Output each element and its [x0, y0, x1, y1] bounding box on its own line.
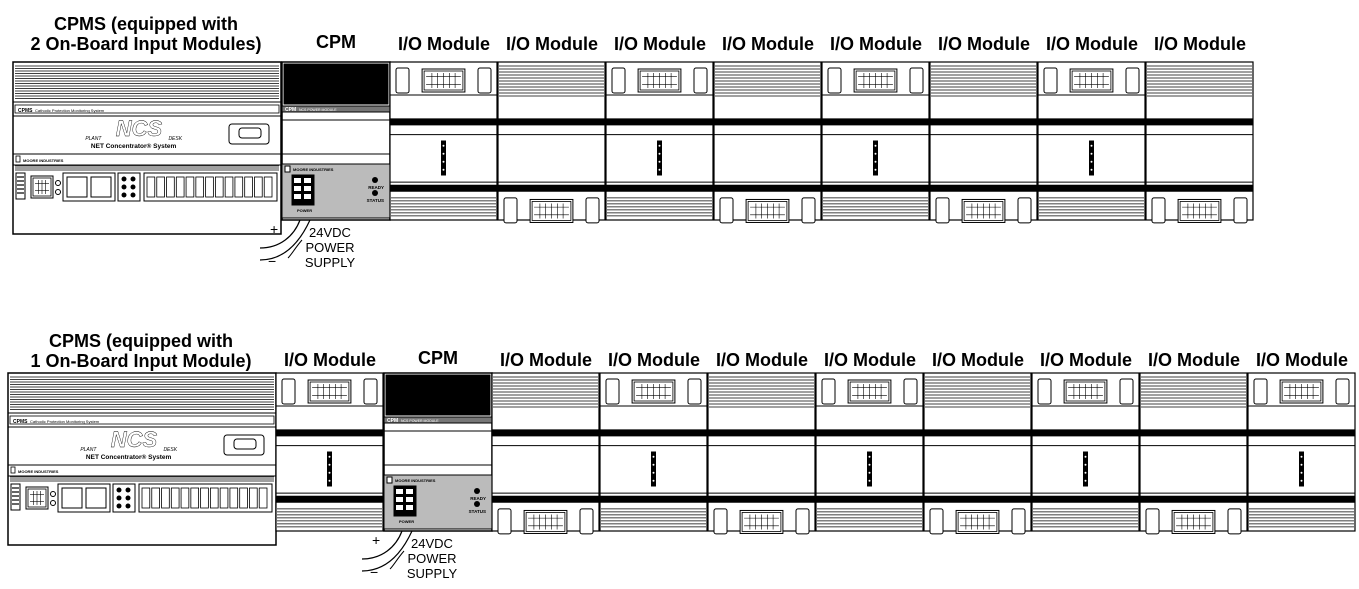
io-module — [389, 61, 498, 221]
io-module — [821, 61, 930, 221]
power-supply-line2: POWER — [305, 240, 355, 255]
io-module — [497, 61, 606, 224]
module-label-io: I/O Module — [1040, 350, 1132, 370]
cpms-title-line1: CPMS (equipped with — [49, 331, 233, 351]
io-module — [923, 372, 1032, 535]
module-label-io: I/O Module — [830, 34, 922, 54]
module-label-io: I/O Module — [398, 34, 490, 54]
ready-led — [372, 177, 378, 183]
io-module — [1139, 372, 1248, 535]
io-module — [1247, 372, 1356, 532]
io-module — [275, 372, 384, 532]
cpms-title-line1: CPMS (equipped with — [54, 14, 238, 34]
desk-label: DESK — [168, 136, 182, 142]
io-module — [707, 372, 816, 535]
led-panel — [117, 172, 141, 202]
module-label-io: I/O Module — [824, 350, 916, 370]
cpm-label: CPM — [387, 418, 398, 424]
module-label-io: I/O Module — [284, 350, 376, 370]
brand-label: NET Concentrator® System — [91, 142, 177, 150]
io-module — [599, 372, 708, 532]
io-module — [815, 372, 924, 532]
module-label-io: I/O Module — [500, 350, 592, 370]
io-module — [1145, 61, 1254, 224]
cpms-system-label: CPMS — [13, 419, 28, 425]
power-supply-line2: POWER — [407, 551, 457, 566]
io-module — [713, 61, 822, 224]
power-supply-line1: 24VDC — [309, 225, 351, 240]
status-led — [474, 501, 480, 507]
module-label-io: I/O Module — [716, 350, 808, 370]
power-plus-sign: + — [270, 221, 279, 237]
module-label-io: I/O Module — [722, 34, 814, 54]
module-label-io: I/O Module — [614, 34, 706, 54]
power-minus-sign: − — [268, 253, 277, 269]
status-label: STATUS — [367, 198, 384, 203]
plant-label: PLANT — [80, 447, 97, 453]
power-supply-line3: SUPPLY — [406, 566, 458, 581]
power-supply-leads — [361, 530, 413, 572]
ready-label: READY — [368, 185, 384, 190]
cpm-maker: MOORE INDUSTRIES — [395, 478, 436, 483]
status-led — [372, 190, 378, 196]
ncs-logo: NCS — [111, 427, 158, 452]
ready-label: READY — [470, 496, 486, 501]
cpm-maker: MOORE INDUSTRIES — [293, 167, 334, 172]
ncs-logo: NCS — [116, 116, 163, 141]
io-module — [605, 61, 714, 221]
io-module — [1031, 372, 1140, 532]
module-label-cpm: CPM — [316, 32, 356, 52]
power-minus-sign: − — [370, 564, 379, 580]
cpm-subtitle: NCS POWER MODULE — [299, 108, 337, 112]
module-label-io: I/O Module — [608, 350, 700, 370]
io-module — [929, 61, 1038, 224]
cpms-title-line2: 2 On-Board Input Modules) — [30, 34, 262, 54]
io-module — [491, 372, 600, 535]
module-label-cpm: CPM — [418, 348, 458, 368]
cpms-title-line2: 1 On-Board Input Module) — [30, 351, 252, 371]
power-plus-sign: + — [372, 532, 381, 548]
module-label-io: I/O Module — [1256, 350, 1348, 370]
cpms-maker: MOORE INDUSTRIES — [23, 158, 64, 163]
plant-label: PLANT — [85, 136, 102, 142]
brand-label: NET Concentrator® System — [86, 453, 172, 461]
status-label: STATUS — [469, 509, 486, 514]
ready-led — [474, 488, 480, 494]
module-label-io: I/O Module — [1154, 34, 1246, 54]
power-supply-leads — [259, 219, 311, 261]
desk-label: DESK — [163, 447, 177, 453]
module-label-io: I/O Module — [506, 34, 598, 54]
cpms-system-subtitle: Cathodic Protection Monitoring System — [35, 108, 105, 113]
io-module — [1037, 61, 1146, 221]
led-panel — [112, 483, 136, 513]
power-supply-line1: 24VDC — [411, 536, 453, 551]
module-label-io: I/O Module — [1046, 34, 1138, 54]
power-label: POWER — [297, 208, 312, 213]
module-label-io: I/O Module — [938, 34, 1030, 54]
power-label: POWER — [399, 519, 414, 524]
cpm-label: CPM — [285, 107, 296, 113]
power-supply-line3: SUPPLY — [304, 255, 356, 270]
module-label-io: I/O Module — [1148, 350, 1240, 370]
module-label-io: I/O Module — [932, 350, 1024, 370]
cpms-system-subtitle: Cathodic Protection Monitoring System — [30, 419, 100, 424]
cpms-maker: MOORE INDUSTRIES — [18, 469, 59, 474]
cpms-system-label: CPMS — [18, 108, 33, 114]
cpm-subtitle: NCS POWER MODULE — [401, 419, 439, 423]
